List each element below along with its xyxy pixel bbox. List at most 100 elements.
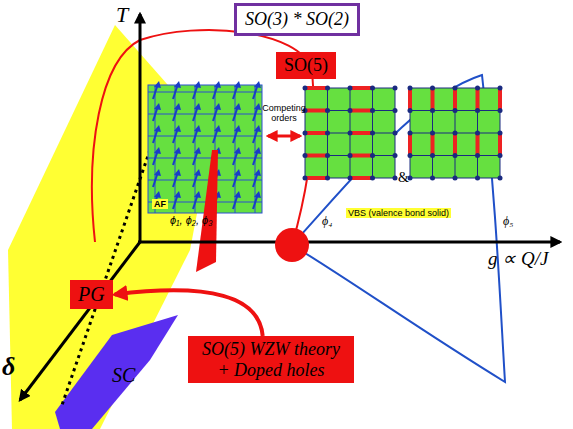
- spin-head: [154, 103, 161, 110]
- lattice-site: [370, 108, 375, 113]
- spin-head: [154, 81, 161, 88]
- spin-head: [154, 147, 161, 154]
- axis-label: g ∝ Q/J: [488, 247, 548, 270]
- critical-point: [275, 228, 309, 262]
- spin-head: [214, 81, 221, 88]
- valence-bond: [453, 88, 457, 111]
- lattice-site: [348, 108, 353, 113]
- lattice-site: [325, 108, 330, 113]
- valence-bond: [350, 176, 373, 180]
- spin-head: [254, 125, 261, 132]
- spin-head: [174, 147, 181, 154]
- spin-head: [194, 191, 201, 198]
- box-text: SO(3) * SO(2): [245, 9, 349, 30]
- lattice-site: [498, 176, 503, 181]
- spin-head: [194, 169, 201, 176]
- lattice-site: [430, 131, 435, 136]
- spin-head: [154, 169, 161, 176]
- lattice-site: [498, 86, 503, 91]
- lattice-site: [408, 131, 413, 136]
- lattice-site: [348, 131, 353, 136]
- spin-head: [254, 103, 261, 110]
- lattice-site: [453, 86, 458, 91]
- lattice-line: [148, 158, 262, 159]
- valence-bond: [350, 109, 373, 113]
- lattice-line: [148, 180, 262, 181]
- lattice-line: [148, 114, 262, 115]
- vbs-lattice-columnar: [305, 88, 395, 178]
- lattice-site: [475, 153, 480, 158]
- lattice-site: [453, 131, 458, 136]
- valence-bond: [408, 88, 412, 111]
- lattice-site: [303, 153, 308, 158]
- spin-head: [174, 103, 181, 110]
- axis-label: T: [116, 2, 128, 28]
- curved-arrow: [115, 290, 263, 336]
- lattice-line: [195, 85, 196, 213]
- label-box: PG: [70, 280, 113, 309]
- lattice-site: [498, 108, 503, 113]
- lattice-site: [325, 153, 330, 158]
- valence-bond: [431, 88, 435, 111]
- spin-head: [214, 125, 221, 132]
- spin-head: [254, 147, 261, 154]
- spin-head: [174, 125, 181, 132]
- lattice-site: [430, 86, 435, 91]
- spin-head: [194, 125, 201, 132]
- valence-bond: [305, 154, 328, 158]
- valence-bond: [305, 86, 328, 90]
- lattice-line: [155, 85, 156, 213]
- phase-label: AF: [152, 199, 168, 209]
- spin-head: [254, 191, 261, 198]
- lattice-line: [235, 85, 236, 213]
- lattice-site: [370, 153, 375, 158]
- lattice-site: [370, 86, 375, 91]
- spin-head: [234, 125, 241, 132]
- valence-bond: [453, 133, 457, 156]
- lattice-site: [303, 86, 308, 91]
- lattice-site: [325, 86, 330, 91]
- label-box: SO(5): [276, 52, 336, 79]
- lattice-site: [370, 176, 375, 181]
- box-text: SO(5) WZW theory + Doped holes: [196, 339, 346, 380]
- spin-head: [194, 103, 201, 110]
- t-axis: [139, 14, 142, 242]
- vbs-bonds: [303, 86, 503, 181]
- phase-label: VBS (valence bond solid): [346, 208, 451, 218]
- spin-head: [194, 81, 201, 88]
- red-sheet: [196, 150, 218, 272]
- order-parameter: ϕ₅: [503, 214, 513, 229]
- valence-bond: [476, 88, 480, 111]
- lattice-site: [325, 131, 330, 136]
- dotted-line: [62, 150, 150, 405]
- lattice-site: [498, 131, 503, 136]
- lattice-site: [408, 153, 413, 158]
- valence-bond: [498, 133, 502, 156]
- lattice-line: [255, 85, 256, 213]
- spin-head: [214, 103, 221, 110]
- spin-head: [174, 81, 181, 88]
- lattice-site: [393, 131, 398, 136]
- lattice-site: [303, 176, 308, 181]
- lattice-site: [498, 153, 503, 158]
- order-parameter: ϕ₄: [322, 214, 332, 229]
- valence-bond: [350, 86, 373, 90]
- spin-head: [254, 169, 261, 176]
- g-axis: [138, 241, 560, 244]
- spin-head: [234, 191, 241, 198]
- lattice-site: [408, 108, 413, 113]
- lattice-site: [453, 153, 458, 158]
- valence-bond: [305, 176, 328, 180]
- spin-head: [254, 81, 261, 88]
- lattice-site: [430, 176, 435, 181]
- lattice-site: [475, 108, 480, 113]
- lattice-site: [408, 86, 413, 91]
- lattice-site: [475, 86, 480, 91]
- lattice-site: [475, 131, 480, 136]
- spin-head: [174, 191, 181, 198]
- lattice-site: [453, 176, 458, 181]
- note-label: Competing orders: [258, 104, 310, 124]
- lattice-site: [393, 176, 398, 181]
- lattice-site: [348, 86, 353, 91]
